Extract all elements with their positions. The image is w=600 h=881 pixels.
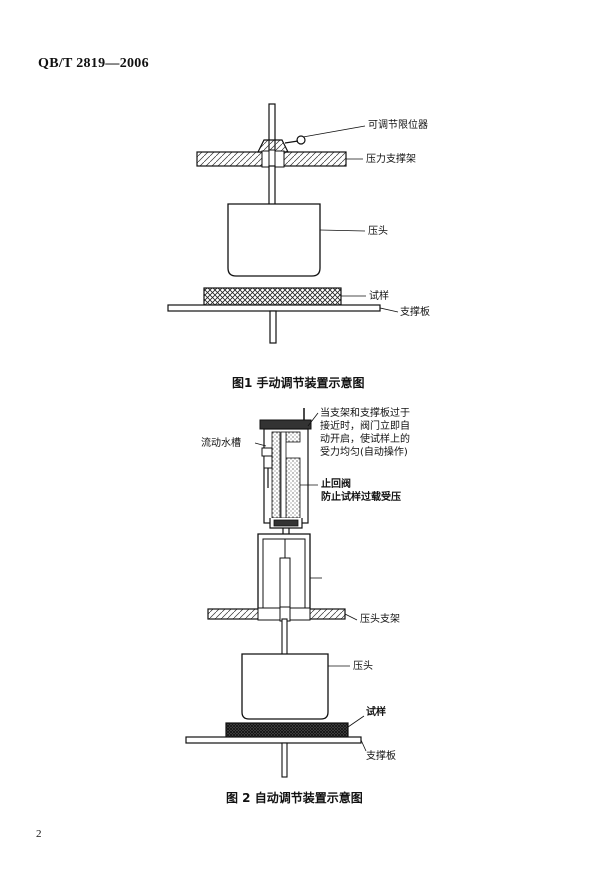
fig1-rod-lower [268,165,276,207]
label-note-line3: 动开启，使试样上的 [320,434,410,445]
fig1-rod-bottom [269,310,277,344]
fig2-rod-bottom [281,742,288,778]
figure2-diagram [185,408,367,778]
label-check-valve-desc: 防止试样过载受压 [321,492,401,503]
label-note-line4: 受力均匀(自动操作) [320,447,408,458]
fig1-press-head [227,203,321,277]
label-check-valve: 止回阀 [321,479,351,490]
label-support-plate-2: 支撑板 [366,751,396,762]
fig2-valve-top-plate [259,419,312,430]
fig1-support-plate [167,304,381,312]
label-adjustable-limiter: 可调节限位器 [368,120,428,131]
label-head-support: 压头支架 [360,614,400,625]
figure1-diagram [167,103,399,344]
figure2-caption: 图 2 自动调节装置示意图 [226,791,363,805]
fig2-press-head [241,653,329,720]
label-note-line2: 接近时，阀门立即自 [320,421,410,432]
label-press-head: 压头 [368,226,388,237]
figure1-caption: 图1 手动调节装置示意图 [232,376,365,390]
label-support-plate: 支撑板 [400,307,430,318]
label-pressure-support: 压力支撑架 [366,154,416,165]
label-specimen: 试样 [369,291,389,302]
label-note-line1: 当支架和支撑板过于 [320,408,410,419]
label-flow-tank: 流动水槽 [201,438,241,449]
fig1-limiter-knob [296,135,306,145]
fig1-specimen [203,287,342,306]
fig2-head-support-frame [257,533,311,609]
label-specimen-2: 试样 [366,707,386,718]
fig2-support-plate [185,736,362,744]
standard-code: QB/T 2819—2006 [38,56,149,71]
page-number: 2 [36,828,42,840]
fig2-specimen [225,722,349,738]
label-press-head-2: 压头 [353,661,373,672]
